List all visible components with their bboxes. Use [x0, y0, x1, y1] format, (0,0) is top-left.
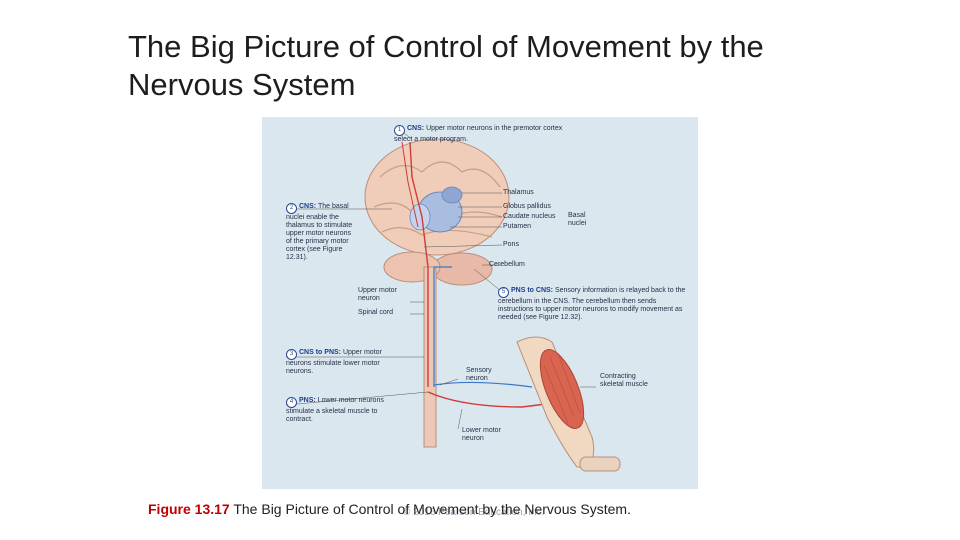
lower-motor-neuron-path	[427, 391, 563, 408]
spinal-cord-label: Spinal cord	[358, 309, 394, 316]
thalamus-label: Thalamus	[503, 189, 534, 196]
upper-motor-neuron-path	[409, 141, 429, 387]
upper-motor-neuron-label: Upper motor neuron	[358, 287, 397, 302]
copyright-notice: © 2016 Pearson Education, Inc.	[403, 507, 545, 518]
lower-motor-neuron-label: Lower motor neuron	[462, 427, 501, 442]
figure-number: Figure 13.17	[148, 501, 230, 517]
sensory-neuron-path	[433, 266, 452, 387]
sensory-neuron-label: Sensory neuron	[466, 367, 492, 382]
slide-title: The Big Picture of Control of Movement b…	[128, 29, 764, 102]
figure-caption-text: The Big Picture of Control of Movement b…	[233, 501, 631, 517]
nervous-system-diagram	[285, 128, 621, 472]
thalamus	[441, 186, 463, 204]
pons-label: Pons	[503, 241, 519, 248]
cerebellum	[431, 252, 493, 286]
basal-nuclei-label: Basal nuclei	[568, 212, 587, 227]
caudate-nucleus-label: Caudate nucleus	[503, 213, 556, 220]
figure-caption: Figure 13.17 The Big Picture of Control …	[148, 500, 631, 518]
globus-pallidus-label: Globus pallidus	[503, 203, 551, 210]
skeletal-muscle	[539, 349, 585, 429]
putamen-label: Putamen	[503, 223, 532, 230]
contracting-muscle-label: Contracting skeletal muscle	[600, 373, 648, 388]
cerebellum-label: Cerebellum	[489, 261, 525, 268]
